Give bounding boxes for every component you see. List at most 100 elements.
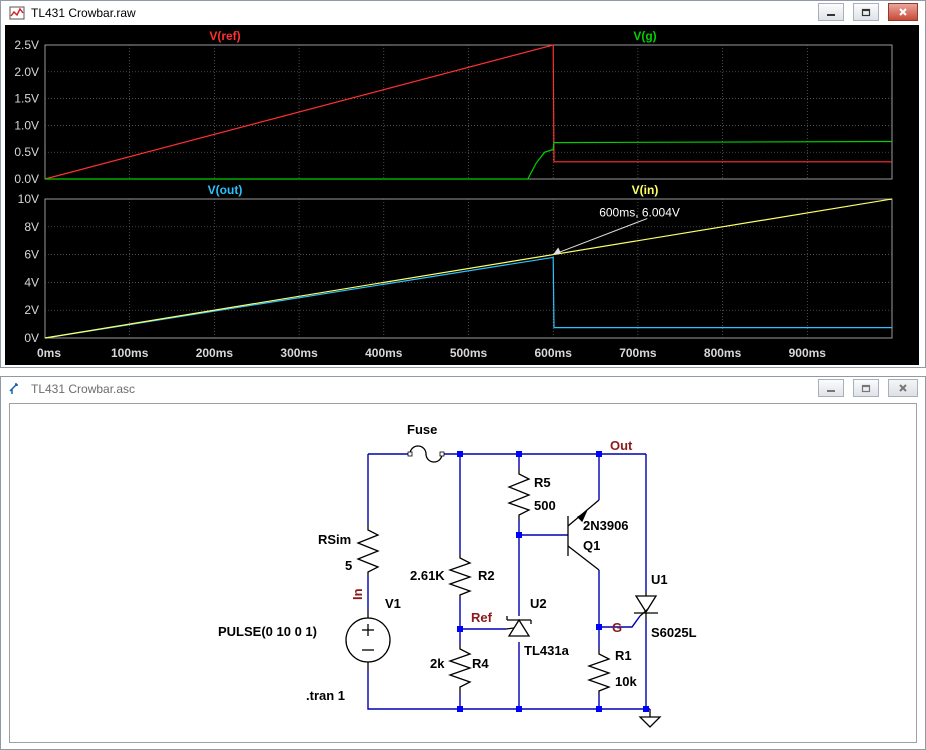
schematic-icon bbox=[9, 383, 18, 394]
trace-legend-label[interactable]: V(in) bbox=[632, 183, 659, 197]
schematic-maximize-button[interactable] bbox=[853, 379, 879, 397]
schematic-minimize-button[interactable] bbox=[818, 379, 844, 397]
x-tick-label: 100ms bbox=[111, 346, 149, 360]
y-tick-label: 10V bbox=[18, 192, 39, 206]
v1-value[interactable]: PULSE(0 10 0 1) bbox=[218, 624, 317, 639]
minimize-icon bbox=[827, 14, 835, 16]
schematic-window: TL431 Crowbar.asc bbox=[0, 376, 926, 750]
junction-dot bbox=[596, 451, 602, 457]
r1-symbol bbox=[587, 649, 611, 694]
v1-symbol bbox=[345, 610, 391, 670]
waveform-icon bbox=[9, 6, 25, 20]
minimize-icon bbox=[827, 390, 835, 392]
fuse-label[interactable]: Fuse bbox=[407, 422, 437, 437]
x-tick-label: 700ms bbox=[619, 346, 657, 360]
y-tick-label: 2V bbox=[24, 303, 39, 317]
out-net-label[interactable]: Out bbox=[610, 438, 633, 453]
rsim-name[interactable]: RSim bbox=[318, 532, 351, 547]
x-tick-label: 0ms bbox=[37, 346, 61, 360]
wire-left-bottom bbox=[367, 670, 460, 710]
x-tick-label: 800ms bbox=[704, 346, 742, 360]
x-tick-label: 900ms bbox=[789, 346, 827, 360]
restore-icon bbox=[861, 8, 871, 17]
r5-value[interactable]: 500 bbox=[534, 498, 556, 513]
junction-dot bbox=[457, 451, 463, 457]
y-tick-label: 0V bbox=[24, 331, 39, 345]
trace-vref[interactable] bbox=[44, 44, 892, 180]
r4-name[interactable]: R4 bbox=[472, 656, 489, 671]
fuse-symbol bbox=[409, 445, 443, 463]
trace-legend-label[interactable]: V(ref) bbox=[209, 29, 240, 43]
r5-name[interactable]: R5 bbox=[534, 475, 551, 490]
q1-model[interactable]: 2N3906 bbox=[583, 518, 629, 533]
g-net-label[interactable]: G bbox=[612, 620, 622, 635]
cursor-annotation-arrow bbox=[553, 247, 562, 255]
y-tick-label: 0.0V bbox=[14, 172, 39, 186]
r5-symbol bbox=[507, 468, 531, 520]
close-icon bbox=[899, 384, 907, 392]
r2-value[interactable]: 2.61K bbox=[410, 568, 445, 583]
in-net-label[interactable]: In bbox=[350, 588, 365, 600]
trace-vout[interactable] bbox=[44, 256, 892, 339]
trace-vin[interactable] bbox=[44, 198, 893, 339]
r2-name[interactable]: R2 bbox=[478, 568, 495, 583]
rsim-value[interactable]: 5 bbox=[345, 558, 352, 573]
wires bbox=[367, 453, 650, 710]
q1-symbol bbox=[567, 499, 600, 571]
q1-name[interactable]: Q1 bbox=[583, 538, 600, 553]
schematic-drawing[interactable]: Fuse RSim 5 In V1 PULSE(0 10 0 1) .tran … bbox=[10, 404, 916, 742]
r4-value[interactable]: 2k bbox=[430, 656, 445, 671]
waveform-window-title: TL431 Crowbar.raw bbox=[31, 6, 136, 20]
u1-symbol bbox=[634, 592, 658, 619]
junctions bbox=[457, 451, 649, 712]
wire-gate bbox=[599, 615, 641, 628]
waveform-titlebar[interactable]: TL431 Crowbar.raw bbox=[1, 1, 925, 25]
ref-net-label[interactable]: Ref bbox=[471, 610, 493, 625]
u2-model[interactable]: TL431a bbox=[524, 643, 570, 658]
schematic-window-title: TL431 Crowbar.asc bbox=[31, 382, 136, 396]
fuse-pin-right bbox=[439, 451, 445, 457]
v1-name[interactable]: V1 bbox=[385, 596, 401, 611]
trace-legend-label[interactable]: V(out) bbox=[208, 183, 243, 197]
directive-tran[interactable]: .tran 1 bbox=[306, 688, 345, 703]
y-tick-label: 2.5V bbox=[14, 38, 39, 52]
junction-dot bbox=[596, 624, 602, 630]
waveform-plot[interactable]: 2.5V2.0V1.5V1.0V0.5V0.0VV(ref)V(g)10V8V6… bbox=[5, 25, 919, 365]
y-tick-label: 1.0V bbox=[14, 118, 39, 132]
y-tick-label: 0.5V bbox=[14, 145, 39, 159]
cursor-annotation-line bbox=[553, 218, 648, 256]
trace-vg[interactable] bbox=[45, 140, 893, 180]
y-tick-label: 6V bbox=[24, 248, 39, 262]
u2-name[interactable]: U2 bbox=[530, 596, 547, 611]
u1-name[interactable]: U1 bbox=[651, 572, 668, 587]
schematic-titlebar[interactable]: TL431 Crowbar.asc bbox=[1, 377, 925, 401]
junction-dot bbox=[516, 532, 522, 538]
close-button[interactable] bbox=[888, 3, 918, 21]
minimize-button[interactable] bbox=[818, 3, 844, 21]
y-tick-label: 1.5V bbox=[14, 92, 39, 106]
r1-value[interactable]: 10k bbox=[615, 674, 637, 689]
maximize-button[interactable] bbox=[853, 3, 879, 21]
x-tick-label: 400ms bbox=[365, 346, 403, 360]
r1-name[interactable]: R1 bbox=[615, 648, 632, 663]
y-tick-label: 8V bbox=[24, 220, 39, 234]
junction-dot bbox=[457, 626, 463, 632]
u1-model[interactable]: S6025L bbox=[651, 625, 697, 640]
junction-dot bbox=[457, 706, 463, 712]
schematic-canvas[interactable]: Fuse RSim 5 In V1 PULSE(0 10 0 1) .tran … bbox=[9, 403, 917, 743]
junction-dot bbox=[516, 451, 522, 457]
junction-dot bbox=[516, 706, 522, 712]
restore-icon bbox=[861, 384, 871, 393]
r4-symbol bbox=[448, 644, 472, 694]
ground-symbol bbox=[638, 709, 662, 728]
u2-symbol bbox=[505, 616, 532, 637]
junction-dot bbox=[596, 706, 602, 712]
r2-symbol bbox=[448, 554, 472, 599]
trace-legend-label[interactable]: V(g) bbox=[633, 29, 656, 43]
close-icon bbox=[899, 8, 907, 16]
x-tick-label: 200ms bbox=[196, 346, 234, 360]
schematic-close-button[interactable] bbox=[888, 379, 918, 397]
junction-dot bbox=[643, 706, 649, 712]
